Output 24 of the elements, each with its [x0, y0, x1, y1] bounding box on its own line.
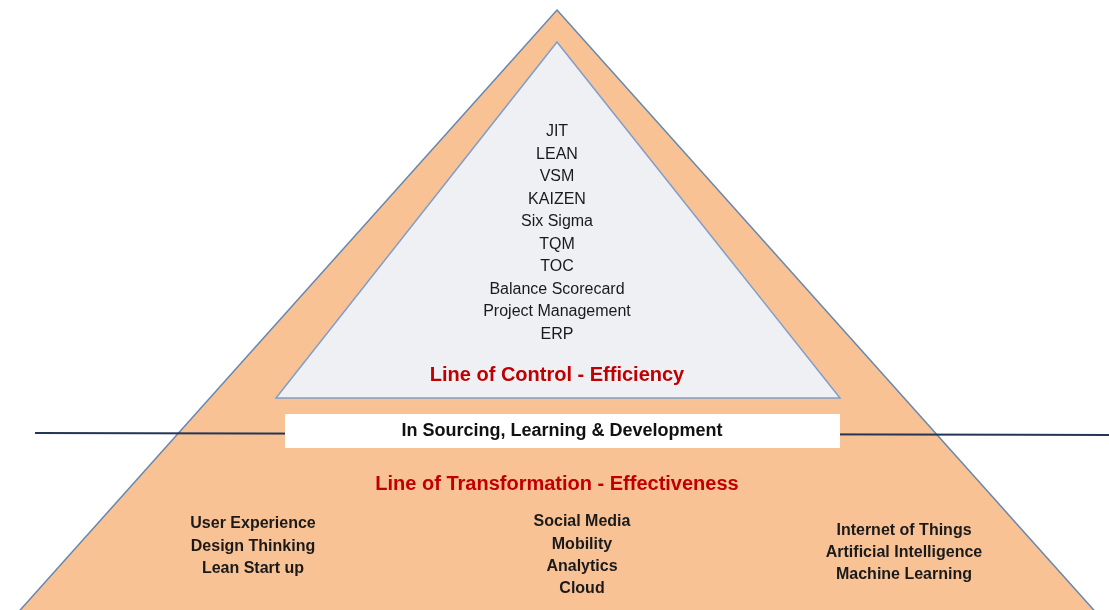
list-item: Project Management	[483, 302, 631, 320]
banner-text: In Sourcing, Learning & Development	[401, 421, 723, 441]
list-item: Cloud	[559, 579, 605, 597]
list-item: JIT	[545, 122, 569, 140]
banner-box	[285, 414, 840, 448]
list-item: Six Sigma	[521, 212, 593, 230]
list-item: KAIZEN	[528, 189, 586, 208]
list-item: VSM	[539, 167, 575, 185]
list-item: Machine Learning	[836, 565, 972, 583]
list-item: TOC	[540, 257, 574, 275]
list-item: Design Thinking	[190, 537, 316, 555]
list-item: TQM	[539, 234, 575, 253]
list-item: Internet of Things	[836, 521, 972, 539]
list-item: User Experience	[190, 514, 316, 532]
list-item: Artificial Intelligence	[825, 543, 983, 561]
list-item: ERP	[540, 324, 574, 343]
list-item: Lean Start up	[201, 559, 305, 577]
list-item: Analytics	[546, 557, 618, 575]
list-item: Mobility	[551, 535, 613, 553]
list-item: Social Media	[533, 512, 631, 530]
list-item: Balance Scorecard	[489, 279, 625, 298]
section-heading: Line of Transformation - Effectiveness	[375, 472, 739, 494]
section-heading: Line of Control - Efficiency	[429, 363, 685, 385]
list-item: LEAN	[536, 144, 578, 163]
